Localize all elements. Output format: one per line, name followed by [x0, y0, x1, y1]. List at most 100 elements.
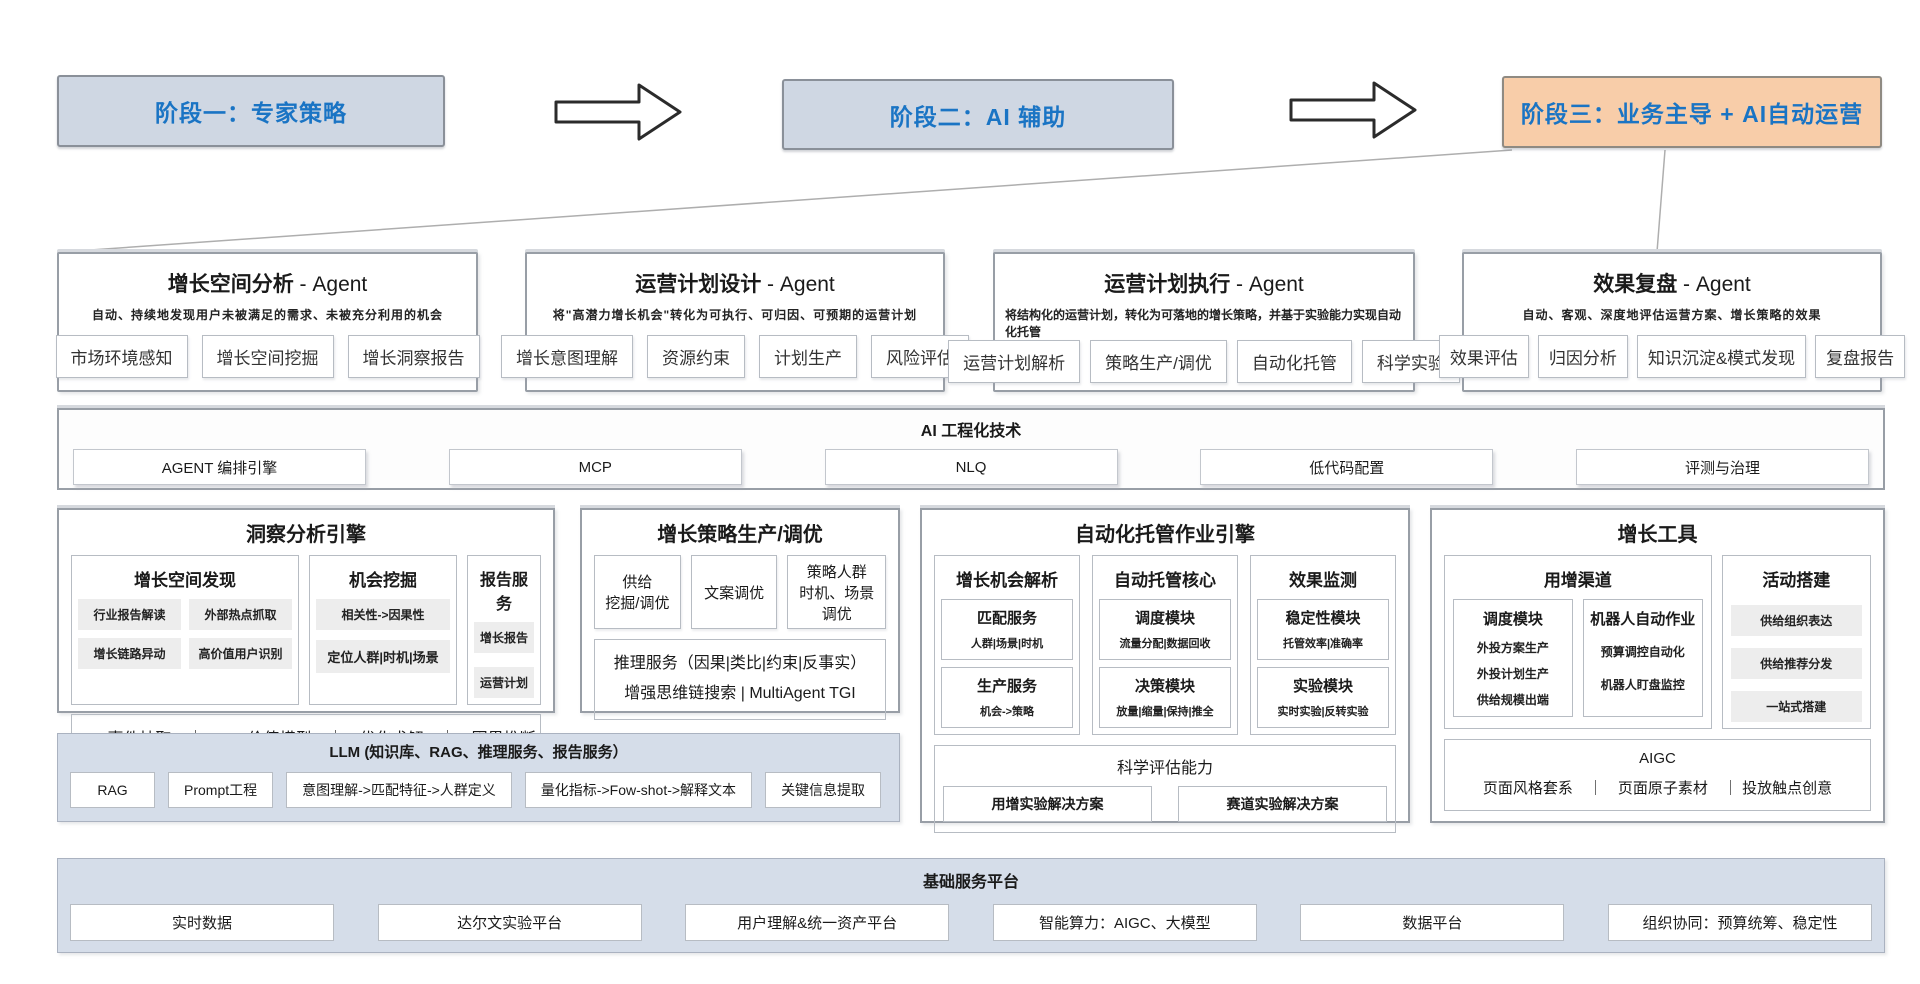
chip: 增长空间挖掘 — [201, 335, 334, 378]
stage-3-label: 阶段三：业务主导 + AI自动运营 — [1520, 101, 1864, 127]
agent-title-suffix: - Agent — [293, 273, 368, 296]
gchip: 一站式搭建 — [1730, 691, 1862, 722]
module-detail: 托管效率|准确率 — [1282, 638, 1364, 650]
module: 稳定性模块 托管效率|准确率 — [1257, 599, 1389, 660]
group-scheduling-module: 调度模块 外投方案生产 外投计划生产 供给规模出端 — [1453, 599, 1573, 717]
column-opportunity-parsing: 增长机会解析 匹配服务 人群|场景|时机 生产服务 机会->策略 — [934, 555, 1080, 735]
activity-title: 活动搭建 — [1762, 571, 1831, 590]
base-platform-title: 基础服务平台 — [922, 874, 1019, 891]
chip: 计划生产 — [759, 335, 857, 378]
section-chips: 相关性->因果性 定位人群|时机|场景 — [316, 599, 450, 673]
aigc-section: AIGC 页面风格套系 ｜ 页面原子素材 ｜ 投放触点创意 — [1444, 739, 1871, 811]
gchip: 运营计划 — [474, 667, 534, 698]
channel-groups: 调度模块 外投方案生产 外投计划生产 供给规模出端 机器人自动作业 预算调控自动… — [1453, 599, 1703, 717]
strategy-footer-line2: 增强思维链搜索 | MultiAgent TGI — [624, 685, 856, 703]
ai-engineering-band: AI 工程化技术 AGENT 编排引擎 MCP NLQ 低代码配置 评测与治理 — [57, 408, 1885, 490]
section-title: 机会挖掘 — [349, 571, 417, 590]
agent-subtitle: 自动、持续地发现用户未被满足的需求、未被充分利用的机会 — [91, 308, 443, 322]
gchip: 外部热点抓取 — [189, 599, 292, 630]
base-platform-band: 基础服务平台 实时数据 达尔文实验平台 用户理解&统一资产平台 智能算力：AIG… — [57, 858, 1885, 953]
chip: 增长意图理解 — [501, 335, 633, 378]
automation-columns: 增长机会解析 匹配服务 人群|场景|时机 生产服务 机会->策略 自动托管核心 … — [934, 555, 1396, 735]
chip: 市场环境感知 — [55, 335, 188, 378]
agent-subtitle: 将"高潜力增长机会"转化为可执行、可归因、可预期的运营计划 — [552, 308, 918, 322]
column-hosting-core: 自动托管核心 调度模块 流量分配|数据回收 决策模块 放量|缩量|保持|推全 — [1092, 555, 1238, 735]
module: 匹配服务 人群|场景|时机 — [941, 599, 1073, 660]
module-name: 匹配服务 — [976, 610, 1037, 627]
channel-title: 用增渠道 — [1543, 571, 1612, 590]
module-name: 稳定性模块 — [1285, 610, 1361, 627]
agent-chips: 运营计划解析 策略生产/调优 自动化托管 科学实验 — [948, 340, 1460, 383]
agent-title-text: 运营计划设计 — [635, 273, 762, 296]
agent-title: 增长空间分析 - Agent — [168, 268, 368, 298]
gchip: 高价值用户识别 — [189, 638, 292, 669]
module-detail: 放量|缩量|保持|推全 — [1116, 706, 1214, 718]
strategy-engine-box: 增长策略生产/调优 供给 挖掘/调优 文案调优 策略人群 时机、场景 调优 推理… — [580, 508, 900, 720]
llm-title: LLM (知识库、RAG、推理服务、报告服务） — [329, 744, 628, 761]
insight-sections: 增长空间发现 行业报告解读 外部热点抓取 增长链路异动 高价值用户识别 机会挖掘… — [71, 555, 541, 705]
group-line: 外投方案生产 — [1476, 641, 1549, 655]
module: 生产服务 机会->策略 — [941, 667, 1073, 728]
module: 调度模块 流量分配|数据回收 — [1099, 599, 1231, 660]
agent-title-text: 运营计划执行 — [1104, 273, 1231, 296]
eval-item: 赛道实验解决方案 — [1178, 786, 1387, 822]
strategy-footer-line1: 推理服务（因果|类比|约束|反事实） — [613, 655, 867, 672]
llm-item: Prompt工程 — [168, 772, 274, 808]
group-line: 外投计划生产 — [1476, 667, 1549, 681]
agent-subtitle: 将结构化的运营计划，转化为可落地的增长策略，并基于实验能力实现自动化托管 — [1005, 308, 1402, 339]
gchip: 供给推荐分发 — [1730, 648, 1862, 679]
agent-box-operation-plan-execution: 运营计划执行 - Agent 将结构化的运营计划，转化为可落地的增长策略，并基于… — [948, 252, 1460, 392]
aigc-title: AIGC — [1639, 750, 1676, 767]
ai-engineering-items: AGENT 编排引擎 MCP NLQ 低代码配置 评测与治理 — [73, 449, 1869, 485]
section-title: 报告服务 — [479, 572, 528, 613]
growth-tools-box: 增长工具 用增渠道 调度模块 外投方案生产 外投计划生产 供给规模出端 机器人自… — [1430, 508, 1885, 823]
module-detail: 流量分配|数据回收 — [1119, 638, 1211, 650]
chip: 策略生产/调优 — [1090, 340, 1227, 383]
agent-chips: 效果评估 归因分析 知识沉淀&模式发现 复盘报告 — [1438, 335, 1906, 378]
section-chips: 行业报告解读 外部热点抓取 增长链路异动 高价值用户识别 — [78, 599, 292, 669]
chip: 增长洞察报告 — [347, 335, 480, 378]
schip: 文案调优 — [690, 555, 778, 629]
agent-title: 效果复盘 - Agent — [1593, 268, 1751, 298]
stage-1-box: 阶段一：专家策略 — [57, 75, 445, 147]
llm-item: 关键信息提取 — [765, 772, 882, 808]
aigc-items: 页面风格套系 ｜ 页面原子素材 ｜ 投放触点创意 — [1482, 780, 1833, 797]
agent-title: 运营计划执行 - Agent — [1104, 268, 1304, 298]
gchip: 定位人群|时机|场景 — [316, 640, 450, 673]
gchip: 行业报告解读 — [78, 599, 181, 630]
chip: 运营计划解析 — [948, 340, 1081, 383]
strategy-engine-title: 增长策略生产/调优 — [657, 524, 823, 546]
agent-title-text: 效果复盘 — [1593, 273, 1678, 296]
module-detail: 人群|场景|时机 — [970, 638, 1044, 650]
gchip: 增长报告 — [474, 622, 534, 653]
section-report-service: 报告服务 增长报告 运营计划 — [467, 555, 541, 705]
llm-item: 量化指标->Fow-shot->解释文本 — [524, 772, 753, 808]
stage-2-box: 阶段二：AI 辅助 — [782, 79, 1174, 150]
arrow-right-icon — [1289, 81, 1417, 139]
strategy-chips: 供给 挖掘/调优 文案调优 策略人群 时机、场景 调优 — [594, 555, 886, 629]
insight-engine-title: 洞察分析引擎 — [246, 524, 366, 546]
group-robot-auto-ops: 机器人自动作业 预算调控自动化 机器人盯盘监控 — [1582, 599, 1703, 717]
chip: 归因分析 — [1537, 335, 1628, 378]
scientific-evaluation-box: 科学评估能力 用增实验解决方案 赛道实验解决方案 — [934, 745, 1396, 833]
module-name: 生产服务 — [976, 678, 1037, 695]
activity-section: 活动搭建 供给组织表达 供给推荐分发 一站式搭建 — [1721, 555, 1871, 729]
activity-chips: 供给组织表达 供给推荐分发 一站式搭建 — [1730, 605, 1862, 722]
agent-box-effect-review: 效果复盘 - Agent 自动、客观、深度地评估运营方案、增长策略的效果 效果评… — [1438, 252, 1906, 392]
section-title: 增长空间发现 — [134, 571, 236, 590]
group-line: 供给规模出端 — [1476, 693, 1549, 707]
schip: 策略人群 时机、场景 调优 — [787, 555, 886, 629]
gchip: 增长链路异动 — [78, 638, 181, 669]
chip: 复盘报告 — [1815, 335, 1906, 378]
automation-engine-box: 自动化托管作业引擎 增长机会解析 匹配服务 人群|场景|时机 生产服务 机会->… — [920, 508, 1410, 833]
agent-title-suffix: - Agent — [761, 273, 835, 296]
stage-3-box: 阶段三：业务主导 + AI自动运营 — [1502, 76, 1882, 148]
group-title: 机器人自动作业 — [1590, 611, 1696, 628]
column-title: 增长机会解析 — [956, 571, 1058, 590]
stage-1-label: 阶段一：专家策略 — [155, 100, 347, 126]
growth-tools-title: 增长工具 — [1617, 524, 1698, 546]
module-name: 决策模块 — [1134, 678, 1195, 695]
module: 决策模块 放量|缩量|保持|推全 — [1099, 667, 1231, 728]
module: 实验模块 实时实验|反转实验 — [1257, 667, 1389, 728]
